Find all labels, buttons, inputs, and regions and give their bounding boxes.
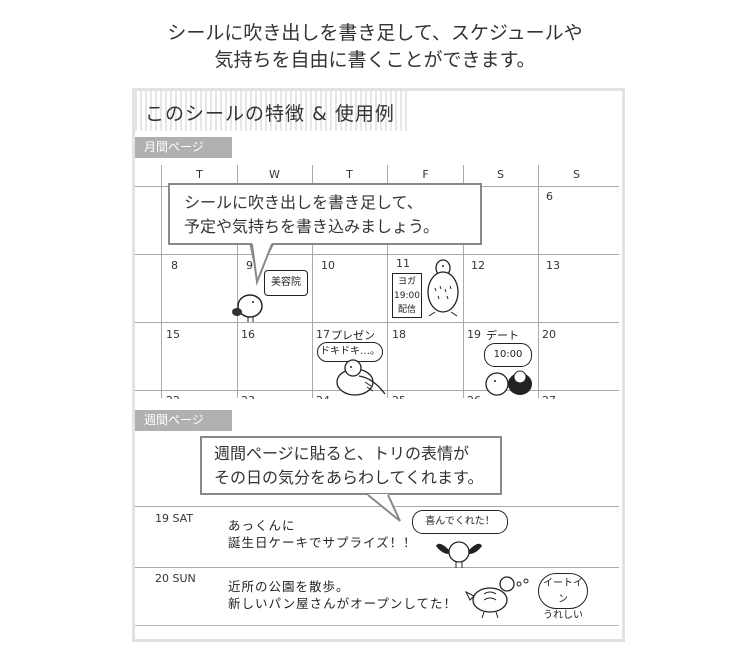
day-header: W xyxy=(269,168,280,181)
day-header: S xyxy=(573,168,580,181)
sticker-bubble: 美容院 xyxy=(264,270,308,296)
bubble-line: うれしい xyxy=(543,610,583,621)
entry-line: 誕生日ケーキでサプライズ！！ xyxy=(228,535,417,550)
note-line: ヨガ xyxy=(397,277,416,287)
row-line xyxy=(135,506,619,507)
entry-line: 近所の公園を散歩。 xyxy=(228,579,350,594)
date-number: 8 xyxy=(171,259,178,272)
event-label: デート xyxy=(486,329,519,342)
bird-sticker-icon xyxy=(232,294,263,322)
date-number: 25 xyxy=(392,394,406,399)
monthly-callout: シールに吹き出しを書き足して、 予定や気持ちを書き込みましょう。 xyxy=(168,183,482,245)
bird-pair-sticker-icon xyxy=(485,370,532,396)
grid-line xyxy=(387,165,388,405)
date-number: 10 xyxy=(321,259,335,272)
callout-line-2: 予定や気持ちを書き込みましょう。 xyxy=(184,217,440,236)
day-header: S xyxy=(497,168,504,181)
grid-line xyxy=(312,165,313,405)
date-number: 9 xyxy=(246,259,253,272)
date-number: 27 xyxy=(542,394,556,399)
date-number: 13 xyxy=(546,259,560,272)
grid-line xyxy=(538,165,539,405)
day-label: 20 SUN xyxy=(155,572,196,585)
row-line xyxy=(135,625,619,626)
date-number: 23 xyxy=(241,394,255,399)
grid-line xyxy=(135,390,619,391)
title-stripe xyxy=(135,91,407,131)
intro-text: シールに吹き出しを書き足して、スケジュールや 気持ちを自由に書くことができます。 xyxy=(0,20,750,74)
date-number: 6 xyxy=(546,190,553,203)
callout-line-1: シールに吹き出しを書き足して、 xyxy=(184,193,423,212)
event-label: プレゼン xyxy=(331,329,375,342)
sticker-bubble: 10:00 xyxy=(484,343,532,367)
date-number: 12 xyxy=(471,259,485,272)
bird-sticker-icon xyxy=(427,259,459,317)
grid-fade xyxy=(135,398,619,407)
date-number: 19 xyxy=(467,328,481,341)
day-header: F xyxy=(422,168,429,181)
diary-entry: 近所の公園を散歩。 新しいパン屋さんがオープンしてた！ xyxy=(228,578,457,612)
date-number: 20 xyxy=(542,328,556,341)
entry-line: あっくんに xyxy=(228,518,296,533)
walking-bird-icon xyxy=(464,576,529,619)
date-number: 24 xyxy=(316,394,330,399)
weekly-callout: 週間ページに貼ると、トリの表情が その日の気分をあらわしてくれます。 xyxy=(200,436,502,495)
date-number: 15 xyxy=(166,328,180,341)
flapping-bird-icon xyxy=(436,541,482,568)
day-header: T xyxy=(346,168,353,181)
date-number: 26 xyxy=(467,394,481,399)
note-line: 配信 xyxy=(397,305,416,315)
panel-title: このシールの特徴 & 使用例 xyxy=(145,103,395,125)
day-header: T xyxy=(196,168,203,181)
callout-line-2: その日の気分をあらわしてくれます。 xyxy=(214,468,484,487)
weekly-tab: 週間ページ xyxy=(135,410,232,431)
sticker-bubble: イートイン うれしい xyxy=(538,573,588,621)
grid-line xyxy=(135,322,619,323)
grid-line xyxy=(161,165,162,405)
day-label: 19 SAT xyxy=(155,512,194,525)
callout-tail-cover xyxy=(251,243,273,286)
callout-line-1: 週間ページに貼ると、トリの表情が xyxy=(214,444,470,463)
date-number: 22 xyxy=(166,394,180,399)
date-number: 18 xyxy=(392,328,406,341)
intro-line-1: シールに吹き出しを書き足して、スケジュールや xyxy=(167,22,583,44)
bubble-line: イートイン xyxy=(543,578,583,605)
grid-line xyxy=(135,254,619,255)
example-panel xyxy=(132,88,625,642)
grid-line xyxy=(463,165,464,405)
sticker-bubble: ヨガ 19:00 配信 xyxy=(392,273,422,318)
date-number: 16 xyxy=(241,328,255,341)
row-line xyxy=(135,567,619,568)
sticker-bubble: ドキドキ…。 xyxy=(317,342,383,362)
sticker-bubble: 喜んでくれた！ xyxy=(412,510,508,534)
diary-entry: あっくんに 誕生日ケーキでサプライズ！！ xyxy=(228,517,417,551)
intro-line-2: 気持ちを自由に書くことができます。 xyxy=(214,49,536,71)
entry-line: 新しいパン屋さんがオープンしてた！ xyxy=(228,596,458,611)
callout-tail xyxy=(367,494,401,522)
date-number: 11 xyxy=(396,257,410,270)
note-line: 19:00 xyxy=(394,291,420,301)
bird-sticker-icon xyxy=(336,359,386,396)
grid-line xyxy=(237,165,238,405)
monthly-tab: 月間ページ xyxy=(135,137,232,158)
date-number: 17 xyxy=(316,328,330,341)
